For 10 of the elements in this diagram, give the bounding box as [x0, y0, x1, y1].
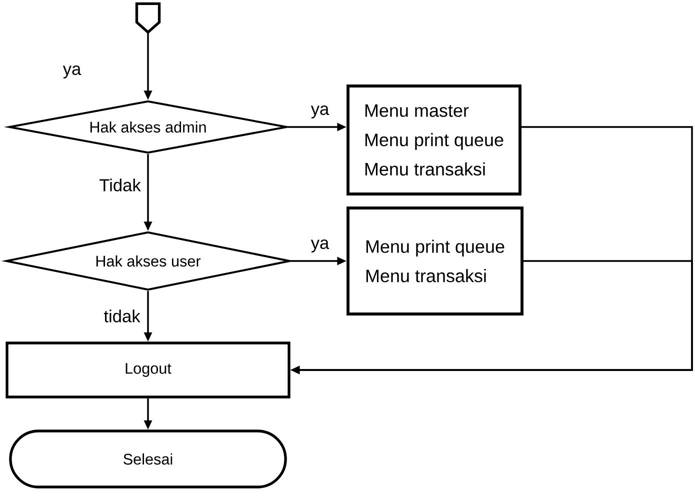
edge-label: tidak	[102, 308, 142, 324]
terminator: Selesai	[9, 430, 287, 488]
menu-box: Menu master Menu print queue Menu transaksi	[346, 84, 522, 196]
edge-label: ya	[310, 104, 330, 120]
edge-label: Tidak	[98, 177, 142, 193]
process-box: Logout	[6, 342, 290, 398]
note-label: ya	[62, 66, 82, 78]
offpage-connector	[135, 2, 161, 34]
edge-label: ya	[310, 238, 330, 254]
menu-box: Menu print queue Menu transaksi	[346, 206, 524, 316]
